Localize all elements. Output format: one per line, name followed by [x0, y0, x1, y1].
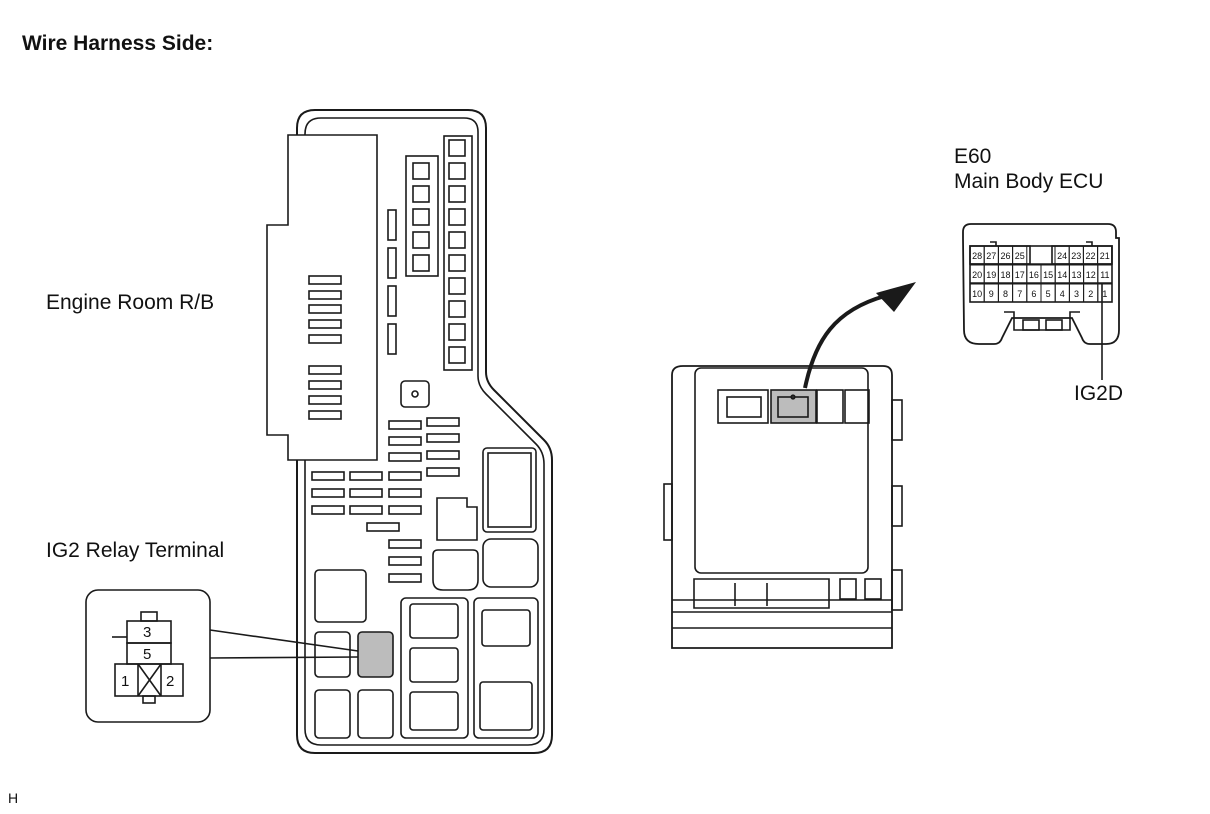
ecu-pin-14: 14	[1057, 270, 1067, 280]
connector-code-label: E60	[954, 145, 992, 168]
ecu-pin-21: 21	[1100, 251, 1110, 261]
footer-code: H	[8, 790, 19, 806]
ecu-pin-12: 12	[1086, 270, 1096, 280]
ecu-pin-9: 9	[989, 289, 994, 299]
ecu-pin-20: 20	[972, 270, 982, 280]
ecu-pin-cell	[1097, 283, 1113, 303]
ecu-pin-28: 28	[972, 251, 982, 261]
connector-name-label: Main Body ECU	[954, 170, 1104, 193]
ecu-pin-13: 13	[1071, 270, 1081, 280]
ecu-pin-cell	[1012, 245, 1028, 265]
ecu-pin-27: 27	[986, 251, 996, 261]
vertical-fuses	[387, 209, 397, 355]
ecu-pin-19: 19	[986, 270, 996, 280]
ig2-relay-terminal-label: IG2 Relay Terminal	[46, 539, 225, 562]
relay-terminal-3: 3	[143, 624, 151, 641]
ecu-pin-15: 15	[1043, 270, 1053, 280]
ecu-pin-16: 16	[1029, 270, 1039, 280]
ecu-pin-26: 26	[1000, 251, 1010, 261]
ecu-pin-7: 7	[1017, 289, 1022, 299]
main-body-ecu-unit	[663, 294, 903, 649]
arrow-head	[876, 282, 916, 312]
ecu-pin-18: 18	[1000, 270, 1010, 280]
ecu-pin-22: 22	[1085, 251, 1095, 261]
ecu-pin-24: 24	[1057, 251, 1067, 261]
ecu-pin-10: 10	[972, 289, 982, 299]
ecu-pin-3: 3	[1074, 289, 1079, 299]
relay-terminal-2: 2	[166, 673, 174, 690]
ecu-pin-17: 17	[1015, 270, 1025, 280]
ecu-pin-25: 25	[1015, 251, 1025, 261]
fuse-slots-left	[308, 275, 342, 420]
ecu-pin-5: 5	[1046, 289, 1051, 299]
ecu-pin-8: 8	[1003, 289, 1008, 299]
ig2-relay-callout	[85, 589, 359, 723]
ecu-pin-23: 23	[1071, 251, 1081, 261]
relay-terminal-5: 5	[143, 646, 151, 663]
ig2-relay-location	[357, 631, 394, 678]
engine-room-rb-label: Engine Room R/B	[46, 291, 215, 314]
page-title: Wire Harness Side:	[22, 32, 214, 55]
ecu-pin-cell	[1097, 264, 1113, 284]
ecu-pin-4: 4	[1060, 289, 1065, 299]
ecu-pin-1: 1	[1102, 289, 1107, 299]
ecu-pin-2: 2	[1088, 289, 1093, 299]
ecu-pin-cell	[1097, 245, 1113, 265]
ecu-pin-6: 6	[1031, 289, 1036, 299]
ecu-pin-11: 11	[1100, 270, 1109, 280]
relay-terminal-1: 1	[121, 673, 129, 690]
engine-room-relay-block	[266, 109, 553, 754]
mini-fuses	[311, 417, 460, 583]
terminal-ig2d-label: IG2D	[1074, 382, 1124, 405]
